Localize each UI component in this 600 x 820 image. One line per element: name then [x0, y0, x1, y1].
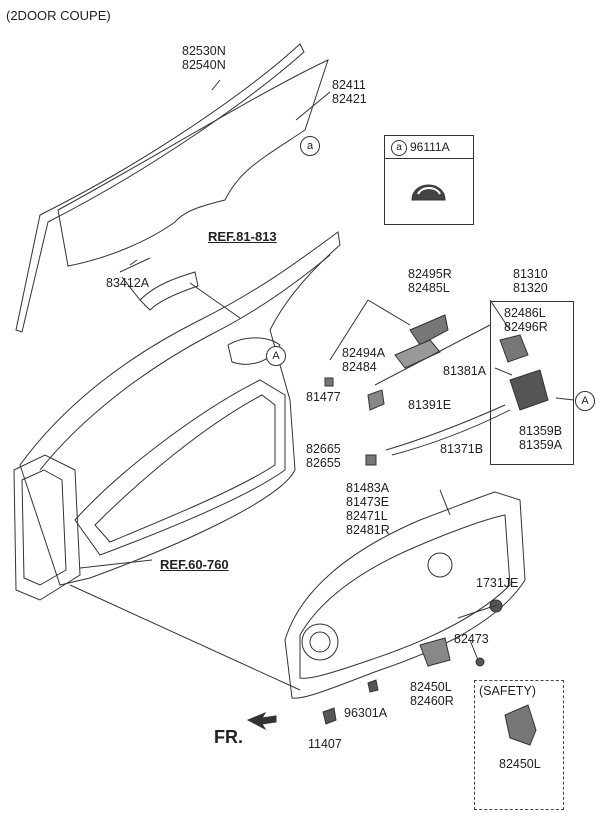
safety-box: (SAFETY) 82450L [474, 680, 564, 810]
safety-part: 82450L [499, 757, 541, 771]
ref-60-760[interactable]: REF.60-760 [160, 557, 229, 572]
label-11407: 11407 [308, 737, 342, 751]
label-1731je: 1731JE [476, 576, 519, 590]
door-hinge-side [13, 454, 81, 601]
label-81391e: 81391E [408, 398, 452, 412]
safety-title: (SAFETY) [479, 684, 536, 698]
label-81381a: 81381A [443, 364, 487, 378]
label-81371b: 81371B [440, 442, 484, 456]
diagram-title: (2DOOR COUPE) [6, 8, 111, 23]
ref-81-813[interactable]: REF.81-813 [208, 229, 277, 244]
inside-handle [139, 271, 199, 311]
callout-a: a [300, 136, 320, 156]
legend-part: 96111A [410, 140, 450, 154]
label-81477: 81477 [306, 390, 341, 404]
label-82473: 82473 [454, 632, 489, 646]
front-direction-label: FR. [214, 727, 243, 747]
door-frame [19, 231, 341, 586]
door-module-panel [284, 491, 526, 699]
glass-run-channel [15, 43, 305, 333]
label-83412a: 83412A [106, 276, 150, 290]
door-glass [57, 59, 329, 267]
callout-A-left: A [266, 346, 286, 366]
latch-assembly [509, 369, 549, 411]
legend-circle: a [391, 139, 407, 156]
label-96301a: 96301A [344, 706, 388, 720]
front-arrow [246, 711, 277, 731]
callout-A-right: A [575, 391, 595, 411]
latch-group-box [490, 301, 574, 465]
